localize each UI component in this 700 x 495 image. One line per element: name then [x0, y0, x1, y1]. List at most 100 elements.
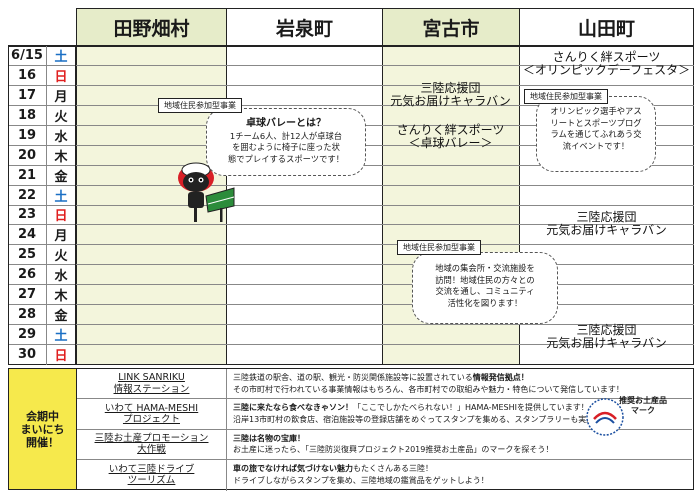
bubble-line: オリンピック選手やアス [550, 106, 642, 116]
event-subtitle: 元気お届けキャラバン [390, 94, 511, 108]
event-subtitle: 元気お届けキャラバン [546, 223, 667, 237]
event-caravan-yamada-29: 三陸応援団 元気お届けキャラバン [519, 324, 694, 350]
info-title[interactable]: 三陸お土産プロモーション大作戦 [77, 429, 227, 460]
weekday-label: 水 [54, 269, 68, 285]
weekday-label: 木 [54, 289, 68, 305]
date-label: 17 [17, 87, 37, 103]
date-label: 29 [17, 327, 37, 343]
date-column-divider [46, 46, 47, 365]
bubble-line: ラムを通じてふれあう交 [550, 129, 642, 139]
date-label: 27 [17, 287, 37, 303]
column-iwaizumi [226, 46, 382, 365]
day-row: 26 水 [8, 265, 694, 286]
volley-explainer-bubble: 卓球バレーとは？ 1チーム6人、計12人が卓球台 を囲むように椅子に座った状 態… [206, 108, 366, 176]
info-description: 三陸は名物の宝庫！ お土産に迷ったら、「三陸防災復興プロジェクト2019推奨お土… [233, 433, 673, 456]
title-line: 情報ステーション [113, 383, 190, 395]
date-label: 20 [17, 147, 37, 163]
weekday-label: 月 [54, 229, 68, 245]
column-header-yamada: 山田町 [519, 8, 694, 46]
title-line: LINK SANRIKU [118, 372, 185, 384]
day-row: 24 月 [8, 225, 694, 246]
desc-text: 沿岸13市町村の飲食店、宿泊施設等の登録店舗をめぐってスタンプを集める、スタンプ… [233, 414, 611, 424]
weekday-label: 金 [54, 309, 68, 325]
event-subtitle: 元気お届けキャラバン [546, 336, 667, 350]
desc-text: ドライブしながらスタンプを集め、三陸地域の鑑賞品をゲットしよう！ [233, 475, 489, 485]
bubble-line: 態でプレイするスポーツです！ [228, 153, 344, 164]
badge-line: 会期中 [26, 409, 59, 423]
info-row-souvenir: 三陸お土産プロモーション大作戦 三陸は名物の宝庫！ お土産に迷ったら、「三陸防災… [77, 429, 692, 461]
info-row-drive: いわて三陸ドライブツーリズム 車の旅でなければ気づけない魅力もたくさんある三陸！… [77, 460, 692, 491]
date-column [8, 46, 76, 365]
event-title: さんりく絆スポーツ [396, 123, 505, 137]
badge-line: 開催！ [26, 435, 59, 449]
bubble-line: 地域の集会所・交流施設を [435, 263, 535, 273]
title-line: いわて HAMA-MESHI [104, 402, 199, 414]
column-header-iwaizumi: 岩泉町 [226, 8, 382, 46]
event-title: 三陸応援団 [576, 323, 637, 337]
desc-text: 三陸鉄道の駅舎、道の駅、観光・防災関係施設等に設置されている [233, 373, 473, 382]
bubble-line: を囲むように椅子に座った状 [232, 142, 340, 152]
info-title[interactable]: いわて三陸ドライブツーリズム [77, 460, 227, 491]
day-row: 27 木 [8, 285, 694, 306]
event-caravan-miyako: 三陸応援団 元気お届けキャラバン [382, 82, 519, 108]
date-label: 28 [17, 307, 37, 323]
weekday-label: 日 [54, 69, 68, 85]
desc-text: お土産に迷ったら、「三陸防災復興プロジェクト2019推奨お土産品」のマークを探そ… [233, 445, 554, 455]
date-label: 18 [17, 107, 37, 123]
weekday-label: 土 [54, 189, 68, 205]
title-line: いわて三陸ドライブ [108, 463, 195, 475]
date-label: 26 [17, 267, 37, 283]
bubble-line: リートとスポーツプログ [550, 117, 642, 128]
date-label: 22 [17, 187, 37, 203]
event-olympic-day: さんりく絆スポーツ ＜オリンピックデーフェスタ＞ [519, 51, 694, 77]
weekday-label: 月 [54, 89, 68, 105]
title-line: 大作戦 [137, 444, 166, 456]
community-tag: 地域住民参加型事業 [397, 240, 481, 255]
souvenir-seal-icon [586, 398, 624, 436]
community-tag: 地域住民参加型事業 [158, 98, 242, 113]
weekday-label: 木 [54, 149, 68, 165]
event-volley-miyako: さんりく絆スポーツ ＜卓球バレー＞ [382, 124, 519, 150]
column-header-miyako: 宮古市 [382, 8, 519, 46]
bubble-line: 流イベントです！ [562, 140, 630, 151]
event-caravan-yamada-23: 三陸応援団 元気お届けキャラバン [519, 211, 694, 237]
caravan-explainer-bubble: 地域の集会所・交流施設を 訪問！地域住民の方々との 交流を通し、コミュニティ 活… [412, 252, 558, 324]
bubble-line: 交流を通し、コミュニティ [435, 286, 535, 296]
title-line: 三陸お土産プロモーション [94, 432, 209, 444]
olympic-explainer-bubble: オリンピック選手やアス リートとスポーツプログ ラムを通じてふれあう交 流イベン… [536, 96, 656, 172]
community-tag: 地域住民参加型事業 [524, 89, 608, 104]
desc-highlight: 三陸に来たなら食べなきゃソン！ [233, 403, 353, 413]
weekday-label: 水 [54, 129, 68, 145]
date-label: 30 [17, 347, 37, 363]
desc-highlight: 三陸は名物の宝庫！ [233, 433, 305, 443]
info-description: 三陸鉄道の駅舎、道の駅、観光・防災関係施設等に設置されている情報発信拠点！ その… [233, 372, 673, 395]
desc-text: その市町村で行われている事業情報はもちろん、各市町村での取組みや魅力・特色につい… [233, 384, 624, 394]
desc-highlight: 情報発信拠点！ [472, 373, 529, 382]
mascot-illustration [178, 162, 235, 222]
event-title: 三陸応援団 [420, 81, 481, 95]
calendar-header: 田野畑村 岩泉町 宮古市 山田町 [8, 8, 694, 46]
column-header-tanohata: 田野畑村 [76, 8, 226, 46]
title-line: プロジェクト [122, 414, 180, 426]
desc-text: 「ここでしかたべられない！」HAMA-MESHIを提供しています！ [353, 403, 589, 413]
desc-text: もたくさんある三陸！ [353, 464, 433, 474]
title-line: ツーリズム [127, 475, 176, 487]
day-row: 28 金 [8, 305, 694, 326]
date-label: 24 [17, 227, 37, 243]
date-label: 25 [17, 247, 37, 263]
day-row: 22 土 [8, 186, 694, 206]
seal-caption: 推奨お土産品 マーク [619, 396, 667, 416]
event-subtitle: ＜オリンピックデーフェスタ＞ [522, 63, 691, 77]
bubble-line: 1チーム6人、計12人が卓球台 [229, 130, 343, 141]
